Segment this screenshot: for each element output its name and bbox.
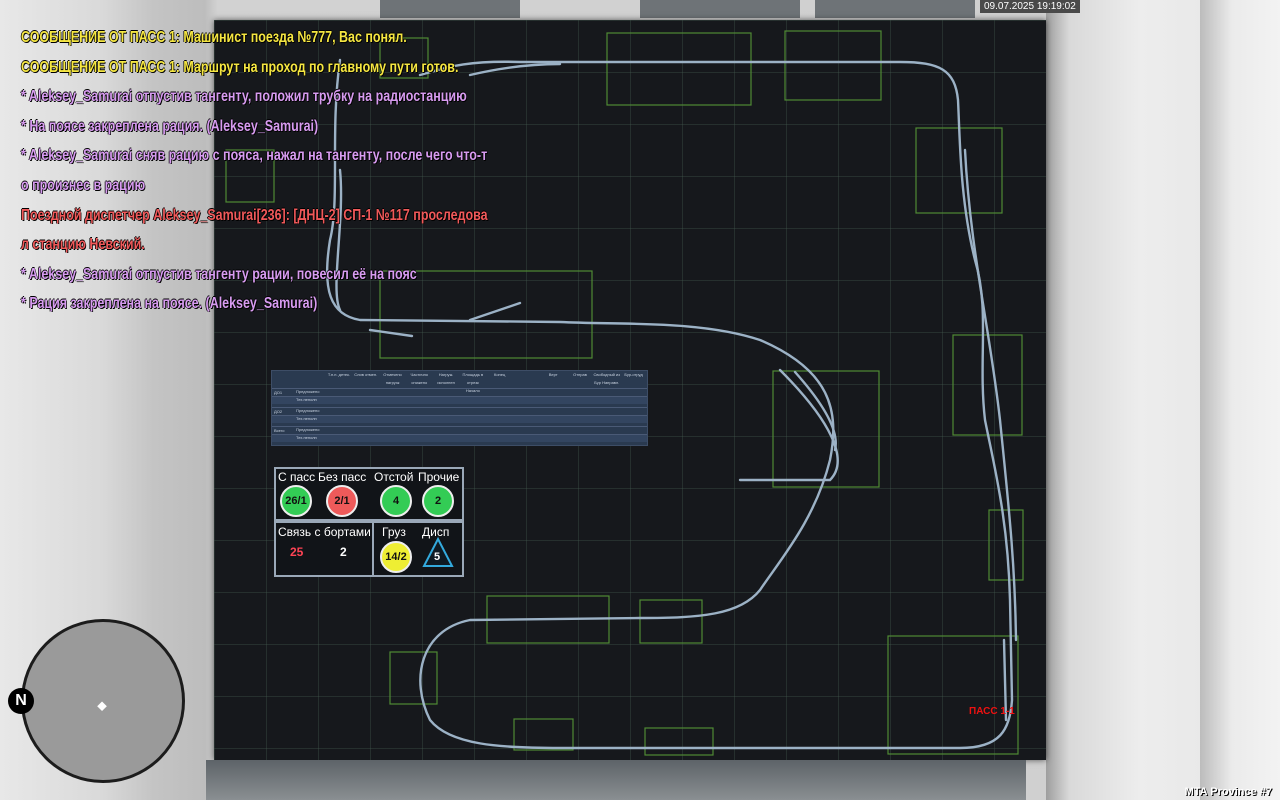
- table-row: Тех.неполн: [272, 396, 647, 404]
- table-header-cell: Отмечено нагрузк: [383, 372, 402, 385]
- table-header-cell: Т.п.п. детек.: [327, 372, 350, 377]
- table-header-cell: Площадь в отрезк Начало: [462, 372, 484, 393]
- chat-line: СООБЩЕНИЕ ОТ ПАСС 1: Машинист поезда №77…: [21, 29, 407, 46]
- dispatch-table: Т.п.п. детек. Слив отмен. Отмечено нагру…: [271, 370, 648, 446]
- chat-line: о произнес в рацию: [21, 176, 146, 194]
- table-header-cell: Отправ: [573, 372, 587, 377]
- player-marker-icon: ⬥: [97, 697, 107, 713]
- dispatch-table-header: Т.п.п. детек. Слив отмен. Отмечено нагру…: [272, 371, 647, 393]
- table-row-group: ДО1: [274, 390, 283, 395]
- station-zone: [379, 37, 429, 79]
- standby-count: 4: [380, 485, 412, 517]
- table-row-sub: Предложено: [296, 427, 320, 432]
- train-position-label: ПАСС 1-1: [969, 706, 1015, 717]
- ceiling-fixture: [380, 0, 520, 18]
- table-header-cell: Бур-отруд: [624, 372, 643, 377]
- station-zone: [988, 509, 1024, 581]
- table-header-cell: Слив отмен.: [354, 372, 378, 377]
- main-track: [325, 58, 1014, 750]
- table-header-cell: [513, 371, 540, 387]
- train-counters-panel: С пасс Без пасс Отстой Прочие 26/1 2/1 4…: [274, 467, 464, 577]
- station-zone: [772, 370, 880, 488]
- table-header-cell: Частично снижено: [410, 372, 429, 385]
- rail-lines: [325, 58, 1018, 750]
- chat-line: * Aleksey_Samurai сняв рацию с пояса, на…: [21, 147, 488, 165]
- server-name: MTA Province #7: [1184, 786, 1272, 798]
- station-zone: [379, 270, 593, 359]
- table-row-sub: Тех.неполн: [296, 435, 317, 440]
- other-count: 2: [422, 485, 454, 517]
- cargo-count: 14/2: [380, 541, 412, 573]
- station-zone: [952, 334, 1023, 436]
- dispatch-triangle-icon: [422, 537, 454, 567]
- other-label: Прочие: [418, 470, 460, 484]
- table-row-group: ДО2: [274, 409, 283, 414]
- chat-line: Поездной диспетчер Aleksey_Samurai[236]:…: [21, 206, 488, 224]
- station-zone: [639, 599, 703, 644]
- chat-line: л станцию Невский.: [21, 236, 145, 254]
- comms-label: Связь с бортами: [278, 525, 371, 539]
- comms-white-count: 2: [340, 545, 347, 559]
- table-header-cell: Конец: [494, 372, 506, 377]
- table-row-sub: Предложено: [296, 408, 320, 413]
- dispatch-label: Дисп: [422, 525, 450, 539]
- timestamp: 09.07.2025 19:19:02: [980, 0, 1080, 13]
- branch-track: [335, 168, 343, 312]
- station-zone: [644, 727, 714, 756]
- table-row: Тех.неполн: [272, 415, 647, 423]
- spur-track: [368, 328, 414, 338]
- table-row-group: Всего: [274, 428, 285, 433]
- station-zone: [225, 149, 275, 203]
- table-row: Тех.неполн: [272, 434, 647, 442]
- table-header-cell: Верт: [548, 372, 558, 377]
- without-pass-label: Без пасс: [318, 470, 367, 484]
- with-pass-count: 26/1: [280, 485, 312, 517]
- spur-track: [468, 62, 562, 77]
- table-row-sub: Тех.неполн: [296, 416, 317, 421]
- standby-label: Отстой: [374, 470, 414, 484]
- station-zone: [887, 635, 1019, 755]
- branch-track: [963, 148, 1018, 642]
- table-header-cell: [272, 371, 299, 387]
- chat-line: * Aleksey_Samurai отпустив тангенту, пол…: [21, 88, 467, 106]
- table-row-sub: Предложено: [296, 389, 320, 394]
- minimap: [21, 619, 185, 783]
- station-zone: [389, 651, 438, 705]
- table-row: ДО2 Предложено: [272, 407, 647, 415]
- chat-line: СООБЩЕНИЕ ОТ ПАСС 1: Маршрут на проход п…: [21, 58, 459, 76]
- branch-track: [793, 370, 837, 452]
- dispatch-count: 5: [434, 551, 441, 563]
- table-header-cell: Свободный из Бур Направл.: [593, 372, 620, 385]
- comms-box: [274, 521, 374, 577]
- with-pass-label: С пасс: [278, 470, 316, 484]
- table-header-cell: Нагруж. исполнен: [437, 372, 455, 385]
- cargo-label: Груз: [382, 525, 406, 539]
- spur-track: [468, 301, 522, 322]
- station-zone: [513, 718, 574, 751]
- table-row: Всего Предложено: [272, 426, 647, 434]
- table-header-cell: [299, 371, 326, 387]
- station-zones: [225, 30, 1024, 756]
- north-indicator: N: [8, 688, 34, 714]
- table-row-sub: Тех.неполн: [296, 397, 317, 402]
- chat-line: * Рация закреплена на поясе. (Aleksey_Sa…: [21, 295, 318, 313]
- chat-log: СООБЩЕНИЕ ОТ ПАСС 1: Машинист поезда №77…: [21, 23, 501, 319]
- station-zone: [606, 32, 752, 106]
- comms-red-count: 25: [290, 545, 304, 559]
- wall-pillar: [1200, 0, 1280, 800]
- board-base: [206, 760, 1026, 800]
- chat-line: * Aleksey_Samurai отпустив тангенту раци…: [21, 265, 417, 283]
- branch-track: [1002, 638, 1008, 722]
- ceiling-fixture: [640, 0, 800, 18]
- chat-line: * На поясе закреплена рация. (Aleksey_Sa…: [21, 117, 319, 135]
- branch-track: [738, 368, 839, 482]
- table-row: ДО1 Предложено: [272, 388, 647, 396]
- station-zone: [784, 30, 882, 101]
- ceiling-fixture: [815, 0, 975, 18]
- without-pass-count: 2/1: [326, 485, 358, 517]
